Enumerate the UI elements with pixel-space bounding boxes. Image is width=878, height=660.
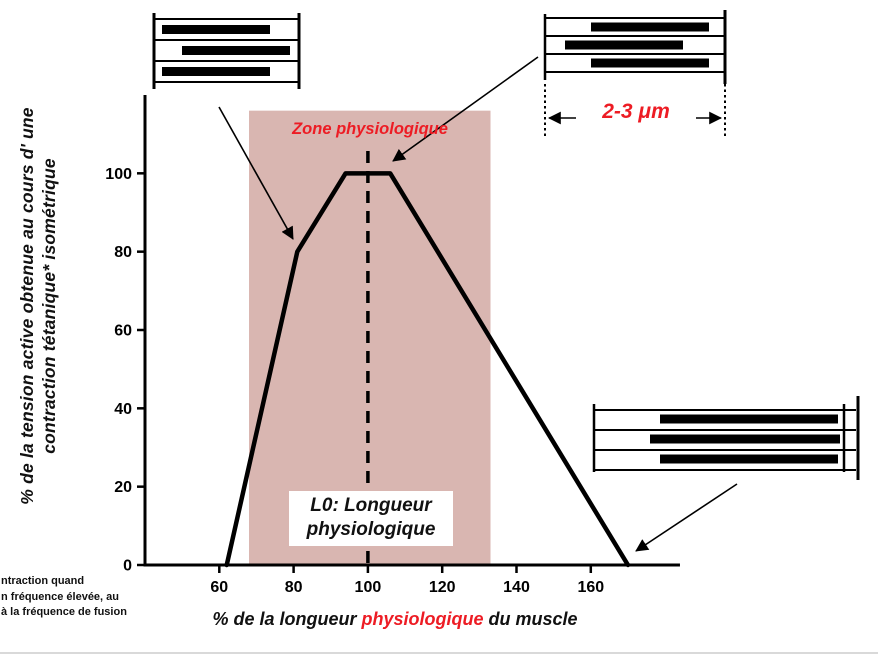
y-axis-label-line1: % de la tension active obtenue au cours …	[17, 107, 37, 505]
optimal-length-label-line2: physiologique	[306, 519, 436, 540]
arrow-to-ascending-limb	[218, 106, 294, 240]
zone-physiologique-label: Zone physiologique	[292, 120, 448, 138]
x-tick-label: 100	[355, 579, 382, 596]
x-tick-label: 60	[210, 579, 228, 596]
tetanic-footnote-line2: n fréquence élevée, au	[1, 590, 119, 603]
y-axis-label: % de la tension active obtenue au cours …	[16, 56, 60, 556]
bottom-divider	[0, 652, 878, 654]
sarcomere-length-measure	[544, 84, 726, 136]
y-tick-label: 100	[105, 166, 132, 183]
y-axis-label-line2: contraction tétanique* isométrique	[39, 158, 59, 454]
tetanic-footnote-line1: ntraction quand	[1, 575, 85, 587]
x-axis-label: % de la longueur physiologique du muscle	[145, 608, 645, 630]
arrow-to-plateau	[392, 56, 539, 162]
tetanic-footnote: ntraction quand n fréquence élevée, au à…	[1, 574, 161, 621]
y-tick-label: 0	[123, 558, 132, 575]
optimal-length-label-line1: L0: Longueur	[310, 495, 432, 516]
x-axis-label-part2: physiologique	[361, 609, 484, 629]
x-tick-label: 120	[429, 579, 456, 596]
x-tick-label: 80	[285, 579, 303, 596]
tetanic-footnote-line3: à la fréquence de fusion	[1, 606, 127, 618]
arrow-to-descending-limb	[635, 483, 738, 552]
sarcomere-length-label: 2-3 μm	[602, 100, 670, 123]
physiological-zone	[249, 110, 491, 565]
y-tick-label: 40	[114, 401, 132, 418]
sarcomere-diagram-short	[152, 13, 301, 89]
length-tension-curve	[224, 171, 631, 568]
y-tick-label: 60	[114, 322, 132, 339]
sarcomere-diagram-stretched	[592, 396, 860, 480]
y-tick-label: 20	[114, 479, 132, 496]
y-tick-label: 80	[114, 244, 132, 261]
x-tick-label: 160	[577, 579, 604, 596]
optimal-length-label-box: L0: Longueur physiologique	[289, 491, 453, 546]
sarcomere-diagram-optimal	[543, 10, 727, 84]
x-axis-label-part3: du muscle	[483, 609, 578, 629]
x-axis-label-part1: % de la longueur	[212, 609, 362, 629]
x-tick-label: 140	[503, 579, 530, 596]
